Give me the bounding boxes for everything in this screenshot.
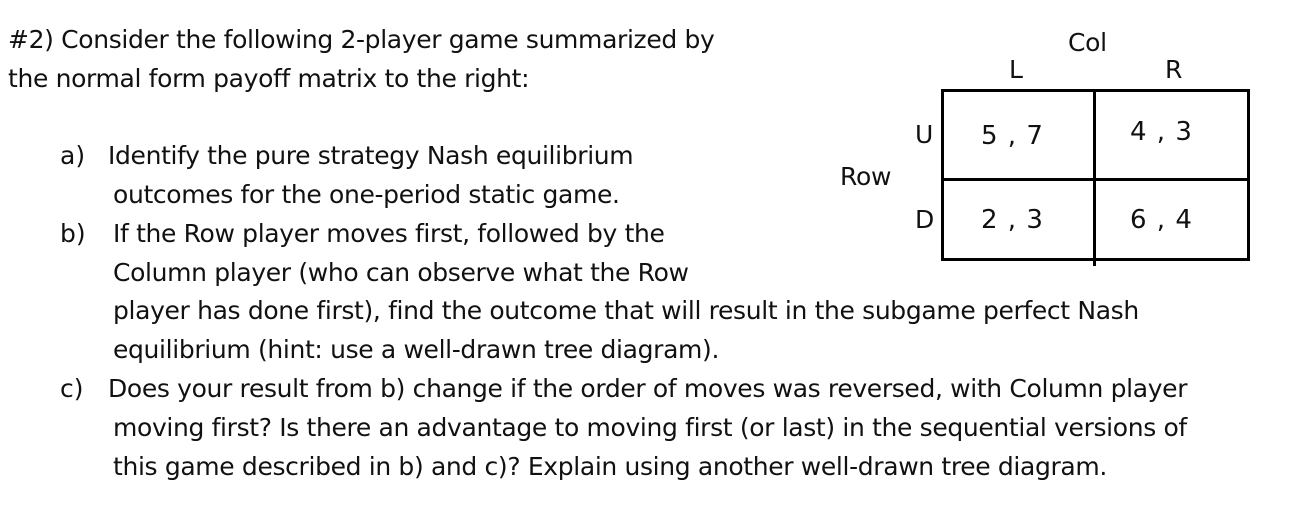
part-b-line: Column player (who can observe what the …: [113, 258, 689, 287]
payoff-cell-u-l: 5 , 7: [981, 121, 1044, 151]
col-strategy-l: L: [1009, 55, 1023, 84]
part-a-line: outcomes for the one-period static game.: [113, 180, 620, 209]
payoff-cell-d-r: 6 , 4: [1130, 205, 1193, 235]
col-strategy-r: R: [1165, 55, 1183, 84]
part-c-line: Does your result from b) change if the o…: [108, 374, 1188, 403]
problem-title-line: the normal form payoff matrix to the rig…: [8, 64, 530, 93]
col-player-label: Col: [1068, 28, 1107, 57]
part-a-marker: a): [60, 141, 86, 170]
matrix-divider-horizontal: [941, 178, 1250, 181]
part-b-line: If the Row player moves first, followed …: [113, 219, 665, 248]
matrix-divider-vertical: [1093, 89, 1096, 266]
payoff-cell-d-l: 2 , 3: [981, 205, 1044, 235]
part-b-line: player has done first), find the outcome…: [113, 296, 1139, 325]
part-b-line: equilibrium (hint: use a well-drawn tree…: [113, 335, 720, 364]
part-c-line: moving first? Is there an advantage to m…: [113, 413, 1187, 442]
part-c-line: this game described in b) and c)? Explai…: [113, 452, 1107, 481]
row-player-label: Row: [840, 162, 892, 191]
problem-title-line: #2) Consider the following 2-player game…: [8, 25, 715, 54]
row-strategy-u: U: [915, 120, 933, 149]
row-strategy-d: D: [915, 205, 934, 234]
matrix-border-right: [1247, 89, 1250, 261]
part-b-marker: b): [60, 219, 86, 248]
part-a-line: Identify the pure strategy Nash equilibr…: [108, 141, 634, 170]
matrix-border-left: [941, 89, 944, 261]
payoff-cell-u-r: 4 , 3: [1130, 117, 1193, 147]
part-c-marker: c): [60, 374, 84, 403]
